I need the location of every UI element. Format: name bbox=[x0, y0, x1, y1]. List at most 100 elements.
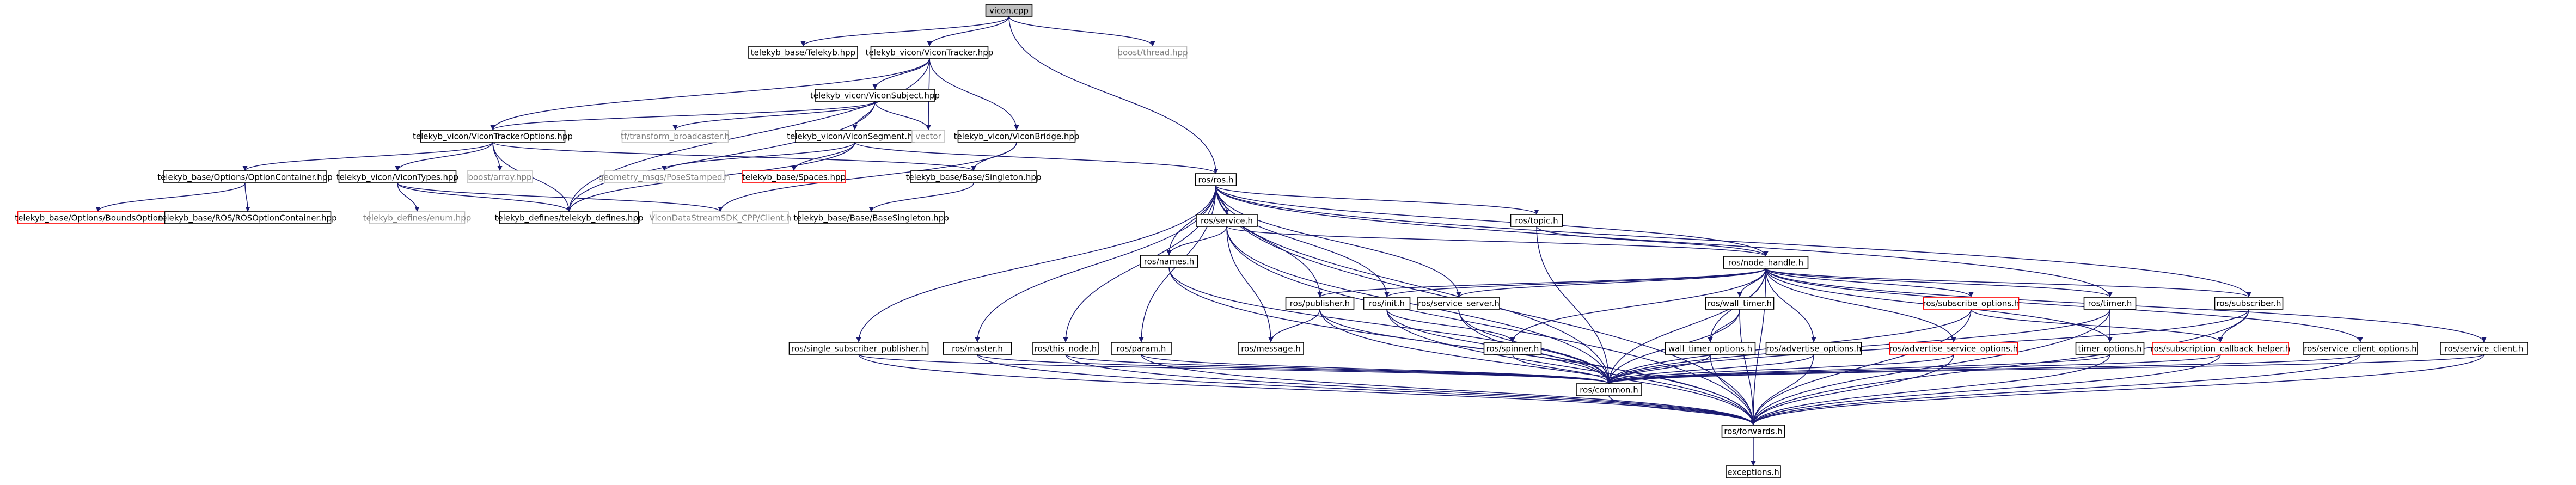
node-srvcli[interactable]: ros/service_client.h bbox=[2440, 342, 2528, 355]
edge-servserver-to-forwards bbox=[1458, 309, 1756, 426]
node-bounds[interactable]: telekyb_base/Options/BoundsOption.hpp bbox=[15, 211, 181, 224]
node-singleton[interactable]: telekyb_base/Base/Singleton.hpp bbox=[906, 170, 1042, 183]
node-enum[interactable]: telekyb_defines/enum.hpp bbox=[363, 211, 472, 224]
node-param[interactable]: ros/param.h bbox=[1111, 342, 1172, 355]
node-bsingleton[interactable]: telekyb_base/Base/BaseSingleton.hpp bbox=[793, 211, 949, 224]
node-defines[interactable]: telekyb_defines/telekyb_defines.hpp bbox=[495, 211, 644, 224]
edge-nodehandle-to-publisher bbox=[1317, 268, 1766, 298]
node-wtopts[interactable]: wall_timer_options.h bbox=[1665, 342, 1756, 355]
edge-vtypes-to-vds bbox=[397, 182, 723, 212]
node-walltimer[interactable]: ros/wall_timer.h bbox=[1705, 297, 1775, 310]
node-box bbox=[798, 211, 945, 224]
node-tfbroad[interactable]: tf/transform_broadcaster.h bbox=[621, 130, 730, 143]
edge-bridge-to-vds bbox=[718, 142, 1017, 212]
edge-publisher-to-forwards bbox=[1319, 309, 1756, 426]
node-label: ros/param.h bbox=[1117, 344, 1166, 354]
edge-vicon-to-telekyb bbox=[800, 16, 1009, 47]
edge-subject-to-trackeropt bbox=[490, 101, 876, 131]
node-vicon[interactable]: vicon.cpp bbox=[985, 4, 1033, 17]
node-barray[interactable]: boost/array.hpp bbox=[467, 170, 533, 183]
node-box bbox=[338, 170, 457, 183]
node-box bbox=[1195, 173, 1237, 186]
node-box bbox=[2214, 297, 2284, 310]
node-optcont[interactable]: telekyb_base/Options/OptionContainer.hpp bbox=[157, 170, 333, 183]
node-thisnode[interactable]: ros/this_node.h bbox=[1032, 342, 1099, 355]
edge-subcb-to-common bbox=[1606, 354, 2221, 384]
node-subcb[interactable]: ros/subscription_callback_helper.h bbox=[2151, 342, 2291, 355]
node-subject[interactable]: telekyb_vicon/ViconSubject.hpp bbox=[810, 89, 940, 102]
node-label: telekyb_defines/enum.hpp bbox=[363, 213, 472, 224]
node-box bbox=[1363, 297, 1411, 310]
node-vds[interactable]: ViconDataStreamSDK_CPP/Client.h bbox=[650, 211, 792, 224]
node-spinner[interactable]: ros/spinner.h bbox=[1483, 342, 1542, 355]
node-label: telekyb_vicon/ViconSubject.hpp bbox=[810, 91, 940, 101]
node-box bbox=[911, 130, 945, 143]
node-box bbox=[748, 46, 858, 59]
node-box bbox=[870, 46, 989, 59]
node-label: exceptions.h bbox=[1727, 468, 1779, 477]
edge-segment-to-geom bbox=[662, 142, 855, 171]
node-trackeropt[interactable]: telekyb_vicon/ViconTrackerOptions.hpp bbox=[413, 130, 573, 143]
node-segment[interactable]: telekyb_vicon/ViconSegment.hpp bbox=[787, 130, 923, 143]
edge-nodehandle-to-spinner bbox=[1510, 268, 1766, 343]
node-timer[interactable]: ros/timer.h bbox=[2083, 297, 2137, 310]
edge-init-to-forwards bbox=[1386, 309, 1756, 426]
node-label: ros/forwards.h bbox=[1724, 427, 1782, 437]
edge-service-to-names bbox=[1166, 226, 1227, 256]
node-init[interactable]: ros/init.h bbox=[1363, 297, 1411, 310]
edge-wtopts-to-forwards bbox=[1710, 354, 1756, 426]
node-label: tf/transform_broadcaster.h bbox=[621, 132, 730, 142]
node-bridge[interactable]: telekyb_vicon/ViconBridge.hpp bbox=[954, 130, 1080, 143]
node-telekyb[interactable]: telekyb_base/Telekyb.hpp bbox=[748, 46, 858, 59]
node-label: ros/init.h bbox=[1369, 299, 1405, 309]
node-spaces[interactable]: telekyb_base/Spaces.hpp bbox=[742, 170, 846, 183]
node-vtypes[interactable]: telekyb_vicon/ViconTypes.hpp bbox=[336, 170, 458, 183]
edge-spinner-to-common bbox=[1512, 354, 1612, 384]
node-box bbox=[163, 170, 327, 183]
node-box bbox=[2075, 342, 2145, 355]
node-bthread[interactable]: boost/thread.hpp bbox=[1117, 46, 1188, 59]
edge-segment-to-ros bbox=[854, 142, 1219, 174]
edge-service-to-message bbox=[1226, 226, 1274, 343]
node-names[interactable]: ros/names.h bbox=[1140, 255, 1198, 268]
node-label: telekyb_base/Base/Singleton.hpp bbox=[906, 173, 1042, 183]
edge-service-to-forwards bbox=[1226, 226, 1756, 426]
edge-nodehandle-to-common bbox=[1606, 268, 1766, 384]
node-topic[interactable]: ros/topic.h bbox=[1510, 214, 1563, 227]
node-ros[interactable]: ros/ros.h bbox=[1195, 173, 1237, 186]
node-label: ros/subscription_callback_helper.h bbox=[2151, 344, 2291, 354]
edge-tracker-to-subject bbox=[872, 58, 930, 90]
edge-trackeropt-to-barray bbox=[492, 142, 503, 171]
edge-ros-to-timer bbox=[1215, 185, 2113, 298]
edge-ros-to-topic bbox=[1215, 185, 1539, 215]
node-label: telekyb_base/ROS/ROSOptionContainer.hpp bbox=[158, 213, 336, 224]
node-forwards[interactable]: ros/forwards.h bbox=[1721, 425, 1785, 438]
node-subscriber[interactable]: ros/subscriber.h bbox=[2214, 297, 2284, 310]
node-timeropts[interactable]: timer_options.h bbox=[2075, 342, 2145, 355]
node-label: telekyb_base/Base/BaseSingleton.hpp bbox=[793, 213, 949, 224]
node-srvcliopts[interactable]: ros/service_client_options.h bbox=[2303, 342, 2418, 355]
node-common[interactable]: ros/common.h bbox=[1576, 383, 1642, 396]
node-master[interactable]: ros/master.h bbox=[943, 342, 1012, 355]
node-servserver[interactable]: ros/service_server.h bbox=[1417, 297, 1500, 310]
node-vector[interactable]: vector bbox=[911, 130, 945, 143]
node-subopts[interactable]: ros/subscribe_options.h bbox=[1923, 297, 2020, 310]
node-single[interactable]: ros/single_subscriber_publisher.h bbox=[788, 342, 929, 355]
node-box bbox=[1665, 342, 1756, 355]
node-nodehandle[interactable]: ros/node_handle.h bbox=[1723, 256, 1809, 269]
edge-segment-to-spaces bbox=[791, 142, 855, 171]
node-message[interactable]: ros/message.h bbox=[1238, 342, 1304, 355]
edge-subject-to-vector bbox=[874, 101, 931, 131]
node-service[interactable]: ros/service.h bbox=[1196, 214, 1258, 227]
node-geom[interactable]: geometry_msgs/PoseStamped.h bbox=[598, 170, 730, 183]
node-rosopt[interactable]: telekyb_base/ROS/ROSOptionContainer.hpp bbox=[158, 211, 337, 224]
node-advopts[interactable]: ros/advertise_options.h bbox=[1765, 342, 1862, 355]
node-label: ros/names.h bbox=[1144, 257, 1195, 267]
node-publisher[interactable]: ros/publisher.h bbox=[1285, 297, 1355, 310]
node-label: ros/service.h bbox=[1201, 216, 1253, 226]
node-advsrvopts[interactable]: ros/advertise_service_options.h bbox=[1889, 342, 2018, 355]
node-exceptions[interactable]: exceptions.h bbox=[1726, 465, 1781, 478]
edge-service-to-nodehandle bbox=[1226, 226, 1769, 257]
node-box bbox=[621, 130, 729, 143]
node-tracker[interactable]: telekyb_vicon/ViconTracker.hpp bbox=[866, 46, 994, 59]
